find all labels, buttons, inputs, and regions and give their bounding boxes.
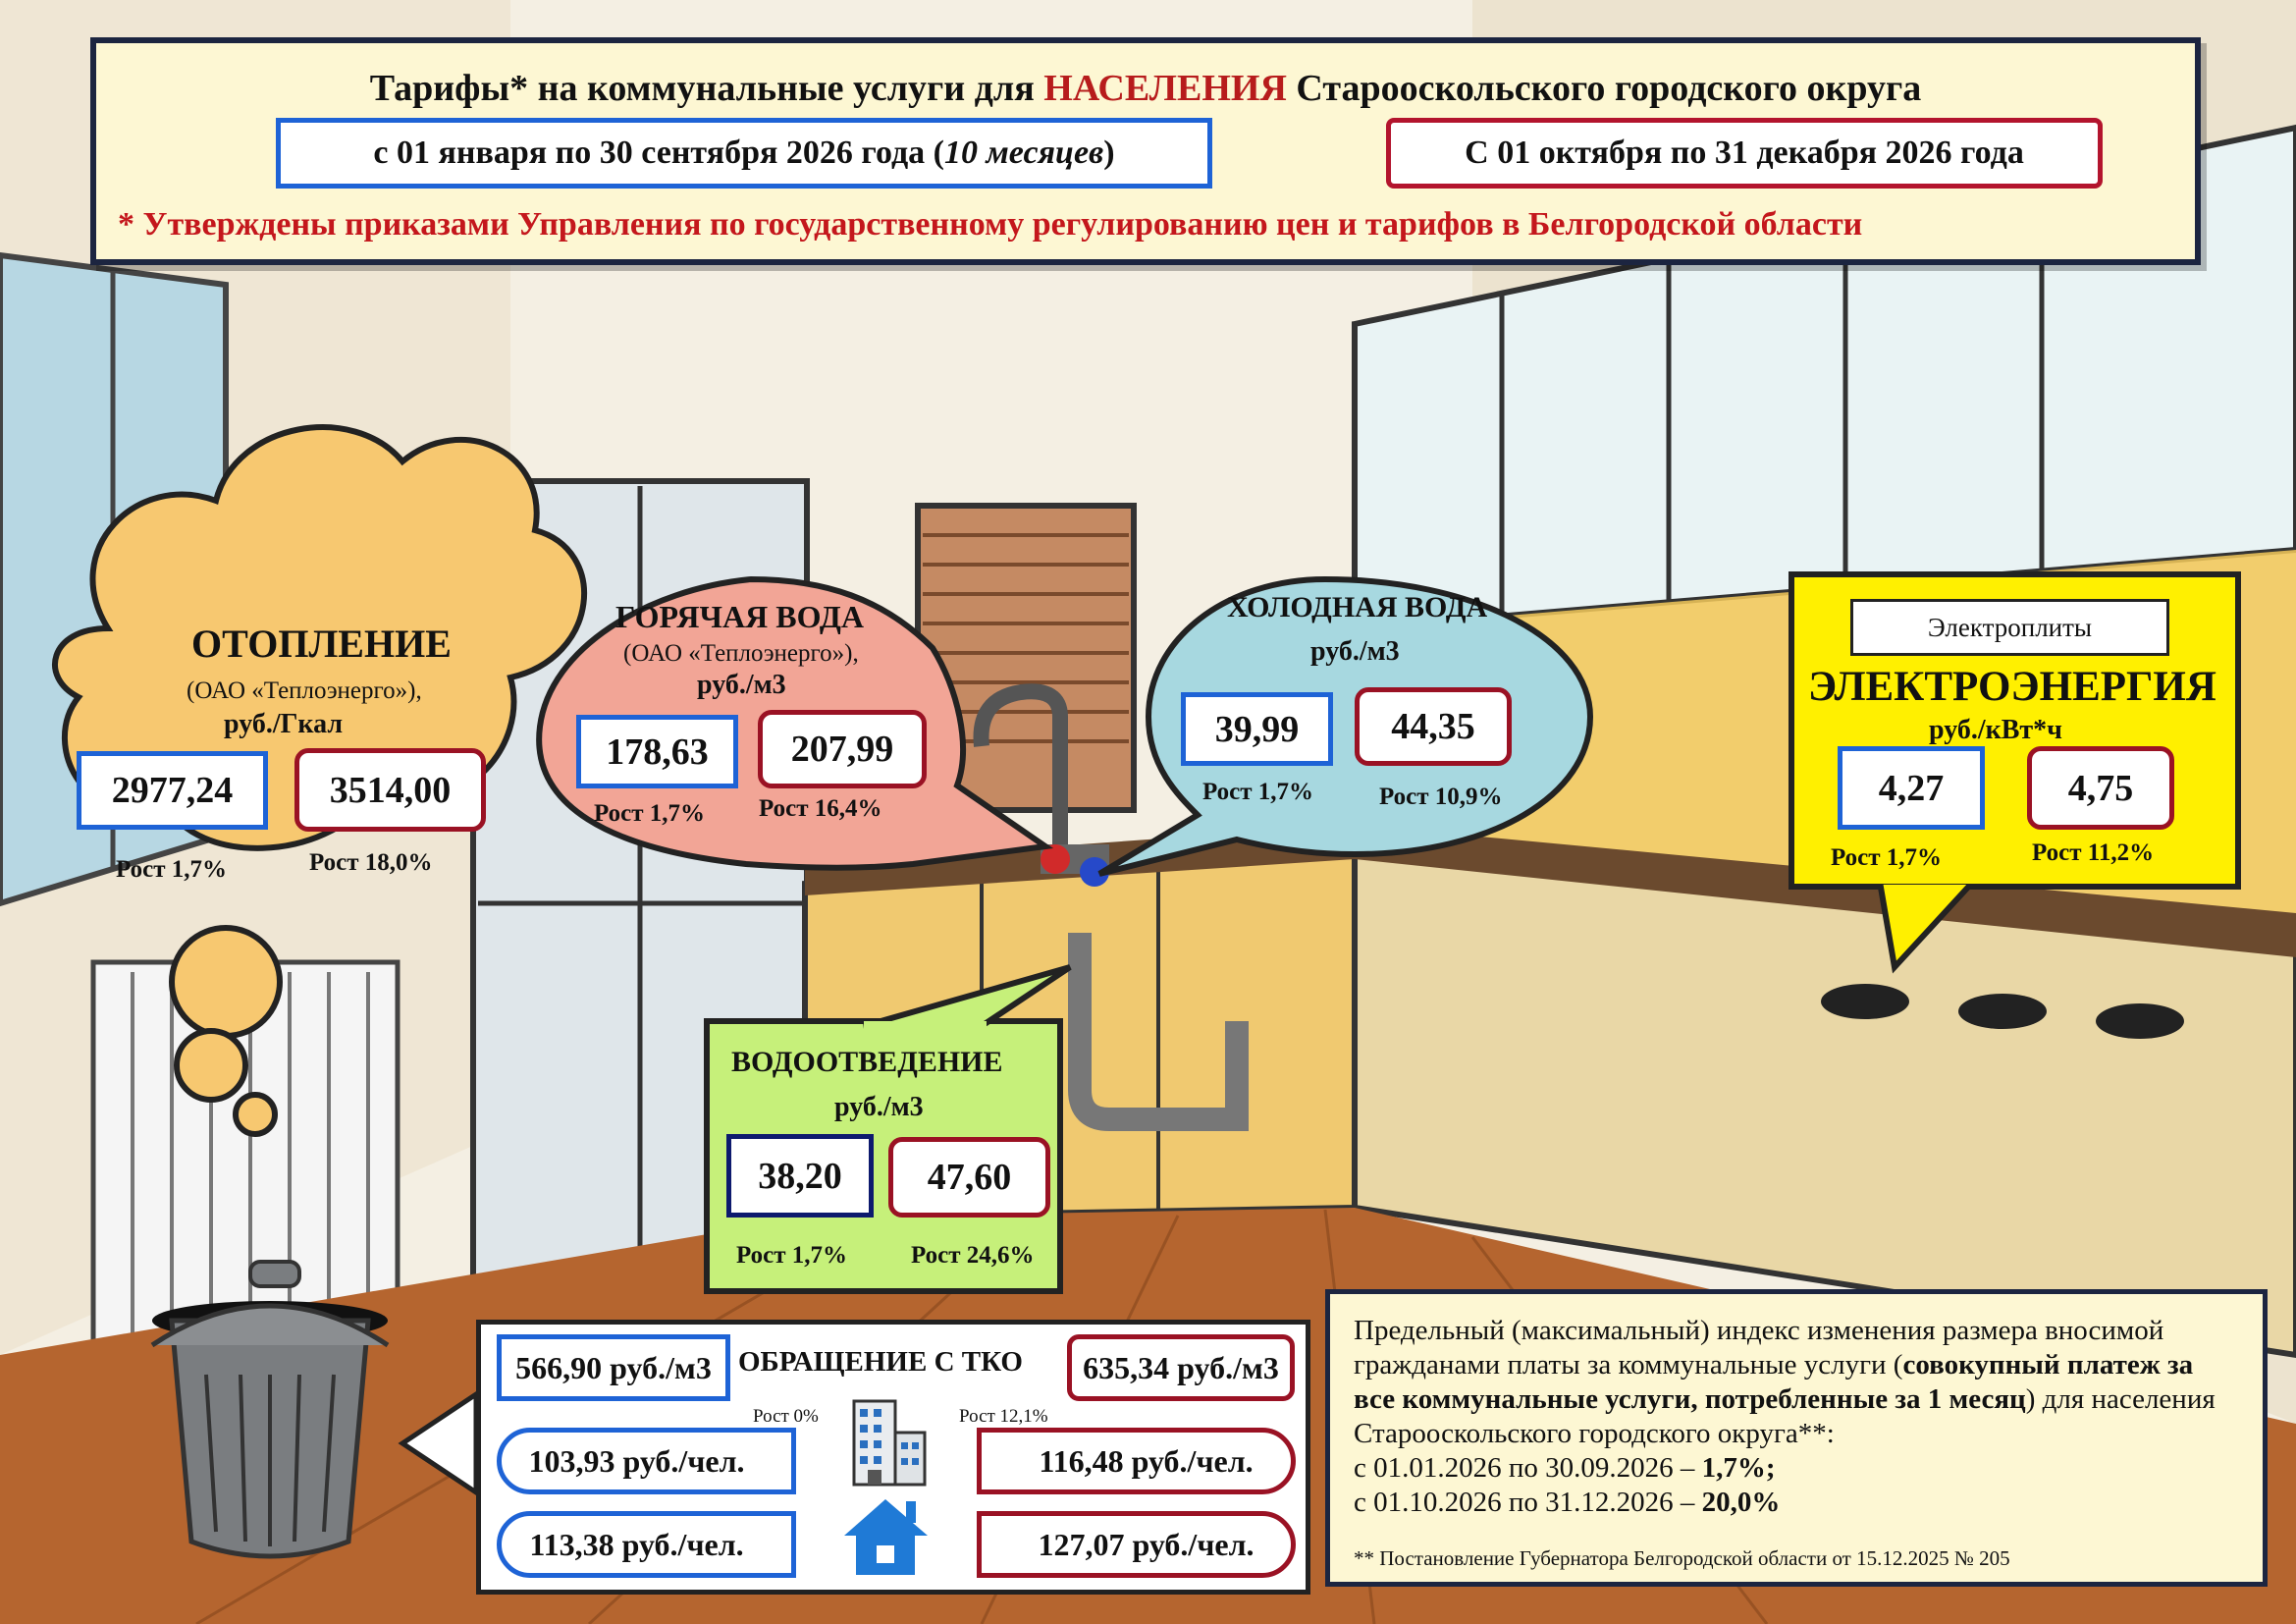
price-index-line2: с 01.10.2026 по 31.12.2026 – 20,0% — [1354, 1487, 1781, 1518]
electricity-tag: Электроплиты — [1850, 599, 2169, 656]
period-2-label: С 01 октября по 31 декабря 2026 года — [1386, 118, 2103, 189]
electricity-value-period1: 4,27 — [1838, 746, 1985, 830]
price-index-footnote: ** Постановление Губернатора Белгородско… — [1354, 1546, 2010, 1570]
sewage-title: ВОДООТВЕДЕНИЕ — [731, 1046, 1003, 1078]
heating-title: ОТОПЛЕНИЕ — [191, 622, 452, 666]
sewage-value-period1: 38,20 — [726, 1134, 874, 1218]
hot-water-growth-period1: Рост 1,7% — [594, 800, 706, 827]
title-accent: НАСЕЛЕНИЯ — [1043, 68, 1287, 109]
trash-can-illustration — [150, 1260, 390, 1559]
tko-per-m3-period1: 566,90 руб./м3 — [497, 1334, 730, 1401]
electricity-title: ЭЛЕКТРОЭНЕРГИЯ — [1808, 664, 2216, 710]
hot-water-growth-period2: Рост 16,4% — [759, 795, 882, 822]
tko-house-period2: 127,07 руб./чел. — [977, 1511, 1296, 1578]
approval-note: * Утверждены приказами Управления по гос… — [118, 206, 1863, 243]
electricity-growth-period2: Рост 11,2% — [2032, 839, 2155, 866]
tko-growth-period2: Рост 12,1% — [959, 1406, 1048, 1427]
hot-water-provider: (ОАО «Теплоэнерго»), — [623, 640, 859, 667]
electricity-unit: руб./кВт*ч — [1929, 715, 2062, 745]
cold-water-unit: руб./м3 — [1310, 636, 1400, 667]
price-index-panel: Предельный (максимальный) индекс изменен… — [1325, 1289, 2268, 1587]
tko-per-m3-period2: 635,34 руб./м3 — [1067, 1334, 1295, 1401]
heating-provider: (ОАО «Теплоэнерго»), — [187, 677, 422, 704]
house-icon — [844, 1499, 928, 1575]
cold-water-value-period2: 44,35 — [1355, 687, 1512, 766]
apartment-building-icon — [852, 1399, 927, 1487]
tko-apartment-period1: 103,93 руб./чел. — [497, 1428, 796, 1494]
period-1-label: с 01 января по 30 сентября 2026 года (10… — [276, 118, 1212, 189]
cold-water-value-period1: 39,99 — [1181, 692, 1333, 766]
header-panel: Тарифы* на коммунальные услуги для НАСЕЛ… — [90, 37, 2201, 265]
heating-value-period1: 2977,24 — [77, 751, 268, 830]
hot-water-title: ГОРЯЧАЯ ВОДА — [615, 599, 864, 634]
hot-water-unit: руб./м3 — [697, 670, 786, 700]
sewage-value-period2: 47,60 — [888, 1137, 1050, 1218]
heating-unit: руб./Гкал — [224, 709, 344, 739]
tko-growth-period1: Рост 0% — [753, 1406, 819, 1427]
cold-water-growth-period2: Рост 10,9% — [1379, 784, 1503, 810]
page-title: Тарифы* на коммунальные услуги для НАСЕЛ… — [369, 68, 1922, 109]
sewage-growth-period2: Рост 24,6% — [911, 1242, 1035, 1269]
cold-water-bubble — [1097, 575, 1594, 877]
electricity-growth-period1: Рост 1,7% — [1831, 844, 1943, 871]
tko-panel: 566,90 руб./м3 ОБРАЩЕНИЕ С ТКО 635,34 ру… — [476, 1320, 1310, 1595]
tko-title: ОБРАЩЕНИЕ С ТКО — [738, 1346, 1023, 1378]
sewage-growth-period1: Рост 1,7% — [736, 1242, 848, 1269]
tko-apartment-period2: 116,48 руб./чел. — [977, 1428, 1296, 1494]
cold-water-title: ХОЛОДНАЯ ВОДА — [1227, 591, 1488, 623]
price-index-line1: с 01.01.2026 по 30.09.2026 – 1,7%; — [1354, 1452, 1776, 1484]
heating-value-period2: 3514,00 — [294, 748, 486, 832]
heating-growth-period2: Рост 18,0% — [309, 849, 433, 876]
hot-water-value-period2: 207,99 — [758, 710, 927, 788]
tko-house-period1: 113,38 руб./чел. — [497, 1511, 796, 1578]
hot-water-value-period1: 178,63 — [576, 715, 738, 788]
sewage-unit: руб./м3 — [834, 1092, 924, 1122]
price-index-text: Предельный (максимальный) индекс изменен… — [1354, 1315, 2216, 1449]
cold-water-growth-period1: Рост 1,7% — [1202, 779, 1314, 805]
electricity-value-period2: 4,75 — [2027, 746, 2174, 830]
heating-growth-period1: Рост 1,7% — [116, 856, 228, 883]
